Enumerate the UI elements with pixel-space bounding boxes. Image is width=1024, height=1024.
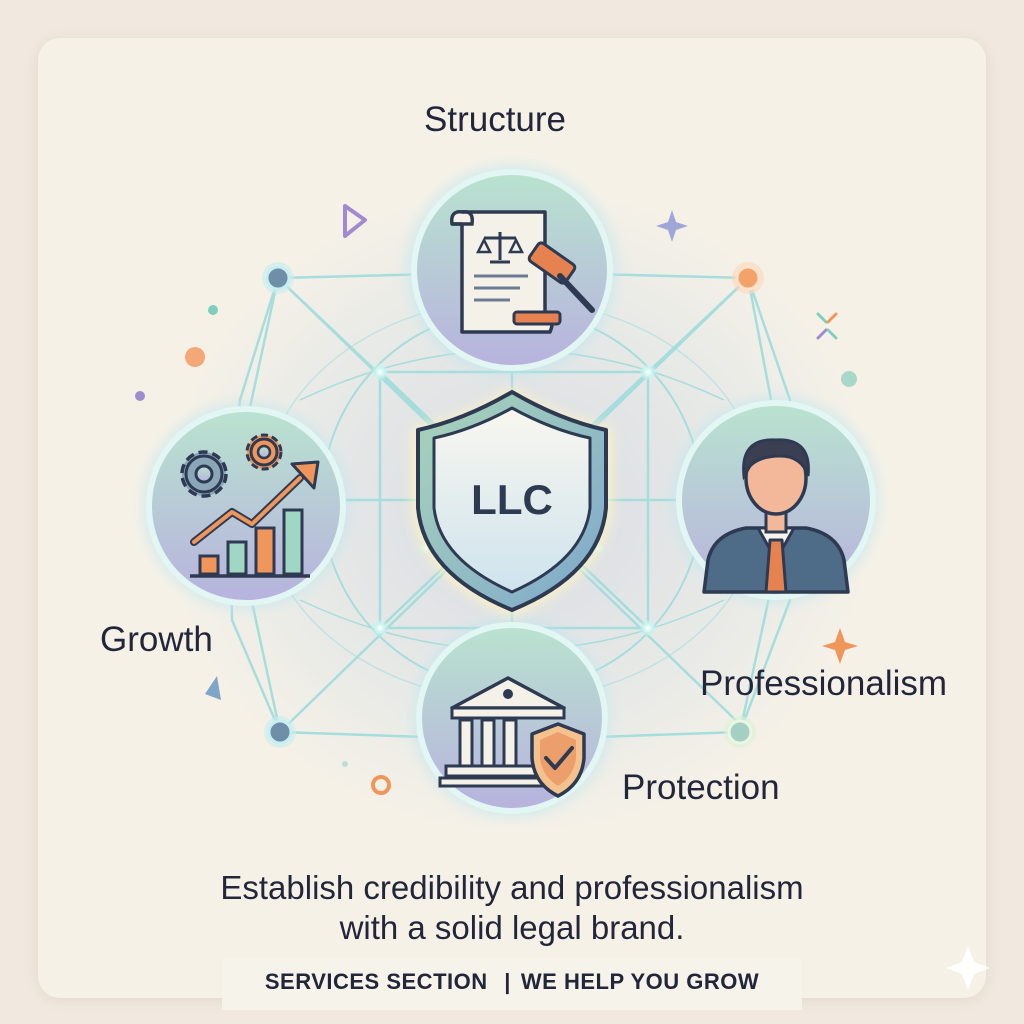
triangle-confetti-icon [205, 676, 221, 700]
center-label: LLC [471, 476, 553, 523]
cross-sparkle-icon [816, 312, 838, 340]
legal-scroll-gavel-icon [449, 210, 595, 334]
growth-label: Growth [100, 620, 213, 659]
footer-section: SERVICES SECTION [264, 969, 488, 994]
footer-slogan: WE HELP YOU GROW [520, 969, 760, 994]
gears-growth-chart-icon [180, 433, 320, 578]
protection-label: Protection [622, 768, 780, 807]
growth-node [142, 402, 350, 610]
professionalism-node [672, 396, 880, 604]
footer: SERVICES SECTION | WE HELP YOU GROW [222, 969, 802, 995]
footer-separator: | [504, 969, 511, 994]
structure-node [406, 164, 618, 376]
llc-shield: LLC [412, 388, 612, 616]
sparkle-icon [822, 628, 858, 664]
professionalism-label: Professionalism [700, 664, 948, 703]
tagline-line-1: Establish credibility and professionalis… [220, 869, 804, 906]
businessman-icon [702, 438, 850, 594]
sparkle-icon [656, 210, 688, 242]
sparkle-icon [946, 946, 990, 990]
decorative-confetti [135, 204, 990, 990]
play-triangle-icon [343, 204, 367, 238]
bank-shield-icon [438, 676, 586, 798]
footer-bar [222, 958, 802, 1010]
corner-nodes [262, 262, 764, 748]
protection-node [412, 618, 612, 818]
structure-label: Structure [424, 100, 566, 139]
tagline-line-2: with a solid legal brand. [339, 909, 685, 946]
